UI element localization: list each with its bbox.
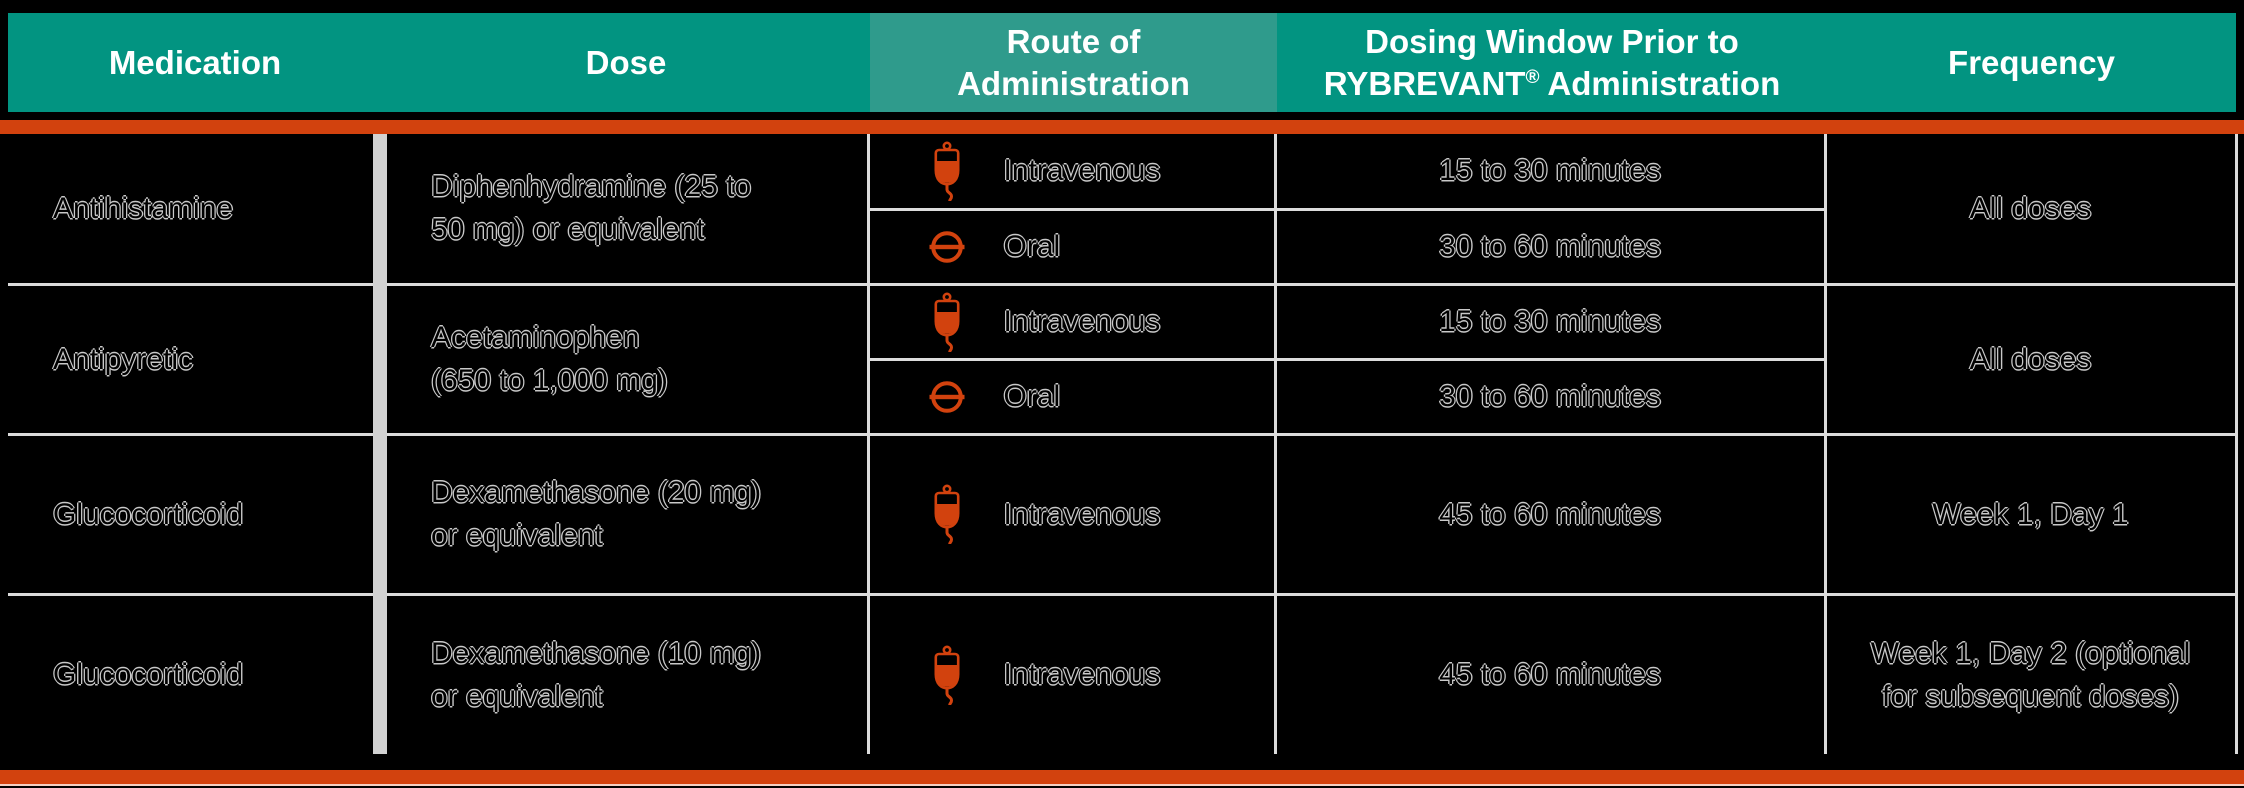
oral-tablet-icon [925, 379, 969, 415]
frequency-cell: All doses [1823, 282, 2238, 436]
route-label: Intravenous [1003, 305, 1161, 338]
route-cell: Intravenous [866, 592, 1277, 754]
header-dosing-window: Dosing Window Prior to RYBREVANT® Admini… [1277, 13, 1827, 112]
orange-rule-top [0, 120, 2244, 134]
route-cell: Oral [866, 357, 1277, 436]
medication-cell: Glucocorticoid [8, 592, 387, 754]
route-label: Oral [1003, 230, 1061, 263]
iv-bag-icon [925, 291, 969, 352]
table-row: Glucocorticoid Dexamethasone (20 mg) or … [8, 432, 2238, 596]
header-frequency: Frequency [1948, 43, 2115, 81]
header-dosing-window-line2: RYBREVANT® Administration [1324, 63, 1780, 105]
route-cell: Intravenous [866, 282, 1277, 361]
route-cell: Intravenous [866, 134, 1277, 211]
header-dosing-window-line2-rest: Administration [1539, 64, 1781, 102]
frequency-cell: Week 1, Day 1 [1823, 432, 2238, 596]
dosing-window-cell: 30 to 60 minutes [1273, 207, 1827, 286]
table-row: Oral 30 to 60 minutes [8, 207, 2236, 286]
table-row: Antipyretic Acetaminophen (650 to 1,000 … [8, 282, 2238, 436]
dosing-window-cell: 15 to 30 minutes [1273, 282, 1827, 361]
table-row: Oral 30 to 60 minutes [8, 357, 2236, 436]
dosing-window-cell: 15 to 30 minutes [1273, 134, 1827, 211]
route-cell: Intravenous [866, 432, 1277, 596]
route-cell: Oral [866, 207, 1277, 286]
dose-cell: Dexamethasone (20 mg) or equivalent [378, 432, 870, 596]
brand-name: RYBREVANT [1323, 64, 1526, 102]
table-header-row: Medication Dose Route of Administration … [8, 13, 2236, 112]
registered-mark: ® [1525, 66, 1540, 88]
route-label: Intravenous [1003, 497, 1161, 531]
dose-cell: Diphenhydramine (25 to 50 mg) or equival… [378, 134, 870, 286]
oral-tablet-icon [925, 229, 969, 265]
header-dosing-window-line1: Dosing Window Prior to [1365, 22, 1739, 60]
route-label: Intravenous [1003, 658, 1161, 692]
medication-cell: Antihistamine [8, 134, 387, 286]
dosing-table-body: Antihistamine Diphenhydramine (25 to 50 … [8, 134, 2238, 754]
table-row: Glucocorticoid Dexamethasone (10 mg) or … [8, 592, 2238, 754]
iv-bag-icon [925, 645, 969, 705]
medication-cell: Antipyretic [8, 282, 387, 436]
dosing-window-cell: 45 to 60 minutes [1273, 432, 1827, 596]
medication-cell: Glucocorticoid [8, 432, 387, 596]
route-label: Oral [1003, 380, 1061, 413]
dose-cell: Dexamethasone (10 mg) or equivalent [378, 592, 870, 754]
dosing-window-cell: 45 to 60 minutes [1273, 592, 1827, 754]
dosing-window-cell: 30 to 60 minutes [1273, 357, 1827, 436]
iv-bag-icon [925, 141, 969, 201]
table-row: Antihistamine Diphenhydramine (25 to 50 … [8, 134, 2238, 286]
header-dose: Dose [585, 43, 667, 81]
header-route-of-administration: Route of Administration [870, 13, 1277, 112]
orange-rule-bottom [0, 770, 2244, 786]
header-medication: Medication [108, 43, 282, 81]
iv-bag-icon [925, 484, 969, 544]
route-label: Intravenous [1003, 154, 1161, 188]
dose-cell: Acetaminophen (650 to 1,000 mg) [378, 282, 870, 436]
frequency-cell: Week 1, Day 2 (optional for subsequent d… [1823, 592, 2238, 754]
frequency-cell: All doses [1823, 134, 2238, 286]
